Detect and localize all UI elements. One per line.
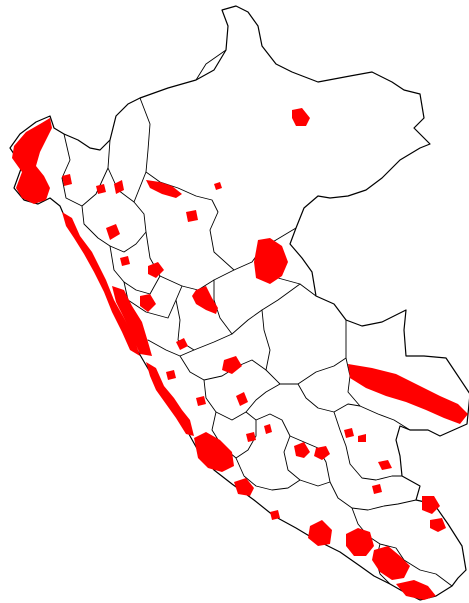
highlighted-areas xyxy=(12,108,468,600)
region-boundaries xyxy=(61,49,453,587)
country-outline xyxy=(9,5,469,601)
